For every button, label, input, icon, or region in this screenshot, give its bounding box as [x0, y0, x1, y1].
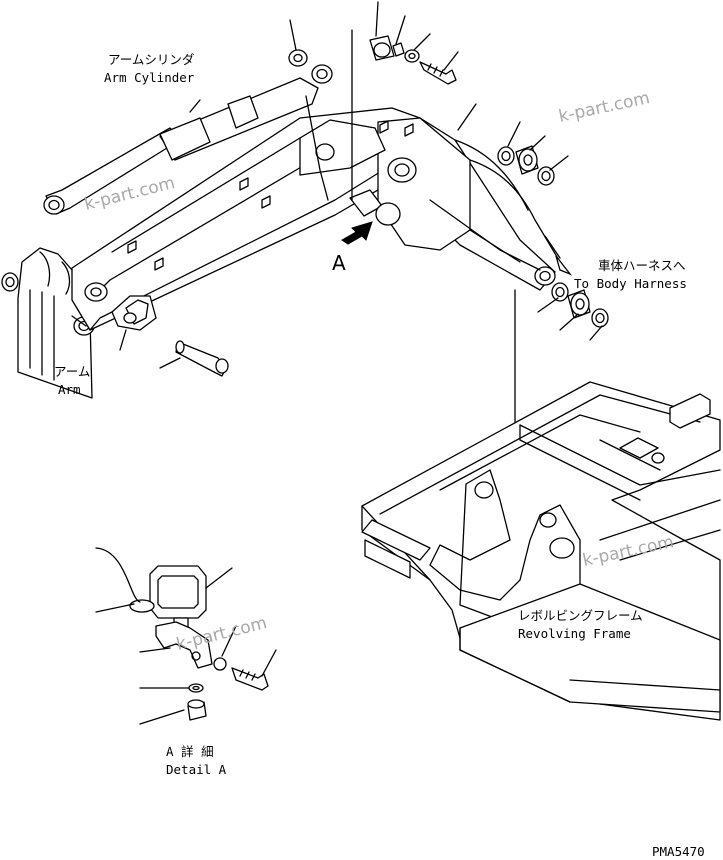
thick-arrow-icon — [341, 221, 373, 245]
leader-lines — [71, 1, 603, 725]
drawing-number: PMA5470 — [652, 844, 705, 859]
boom-lamp-bracket — [111, 295, 157, 331]
harness-label-jp: 車体ハーネスへ — [598, 258, 686, 273]
frame-label-jp: レボルビングフレーム — [518, 608, 643, 623]
detail-label-jp: A 詳 細 — [166, 744, 214, 759]
lamp-view-a — [349, 189, 401, 226]
revolving-frame — [361, 381, 721, 721]
arm-label-en: Arm — [58, 382, 81, 397]
detail-a-assembly — [129, 565, 269, 721]
arm-cylinder — [43, 64, 333, 215]
arm-label-jp: アーム — [54, 364, 90, 379]
pin — [175, 340, 229, 377]
arm-cylinder-label-jp: アームシリンダ — [108, 52, 194, 67]
frame-label-en: Revolving Frame — [518, 626, 631, 641]
arrow-down-right-icon — [555, 255, 572, 276]
view-marker-a: A — [332, 251, 346, 275]
arm-cylinder-label-en: Arm Cylinder — [104, 70, 195, 85]
bushing-set-lower — [551, 282, 609, 328]
boom — [71, 107, 561, 331]
detail-label-en: Detail A — [166, 762, 227, 777]
bushing-set-upper — [497, 145, 555, 186]
watermark: k-part.com — [557, 88, 652, 127]
harness-label-en: To Body Harness — [574, 276, 687, 291]
hardware-top — [288, 35, 457, 85]
